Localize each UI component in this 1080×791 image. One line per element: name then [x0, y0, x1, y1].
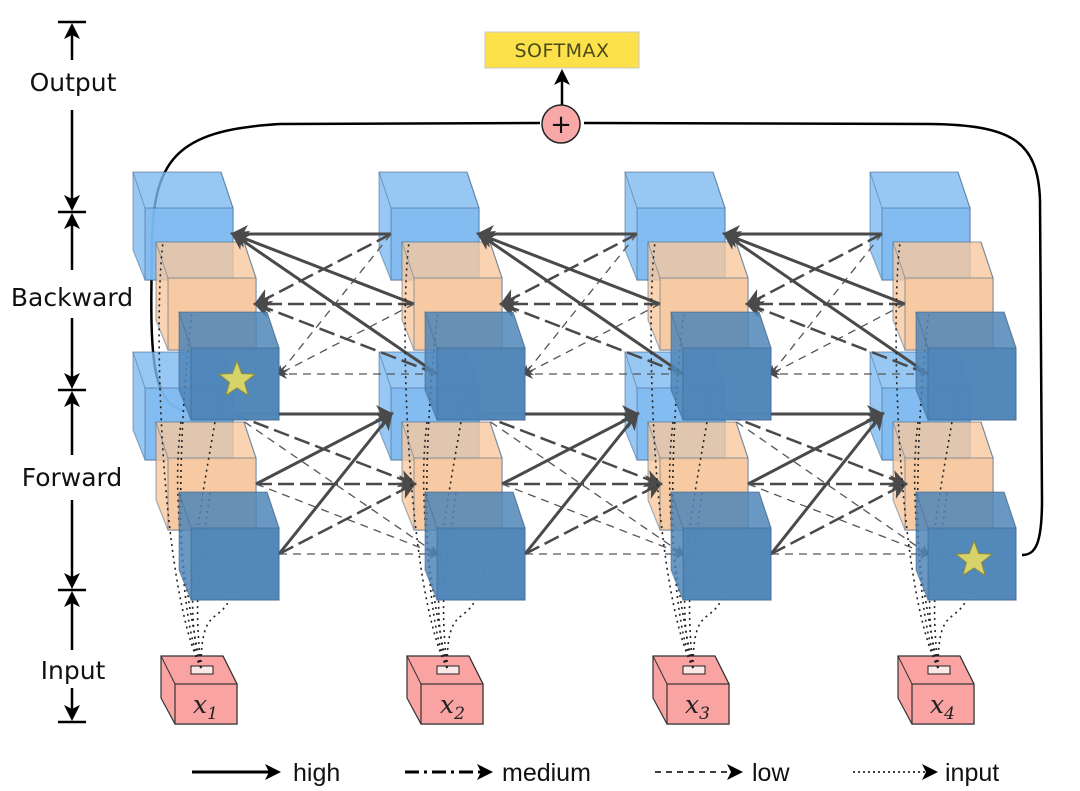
input-window: [682, 665, 706, 675]
legend-item-high: high: [192, 759, 340, 787]
backward-edge-t2-t1: [230, 232, 438, 376]
input-edge: [425, 311, 448, 669]
input-edge: [895, 241, 939, 669]
star-icon-backward-t1: [217, 359, 257, 397]
sum-node: [541, 104, 581, 144]
backward-edge-t4-t3: [722, 232, 929, 376]
forward-low-cube-t4: [915, 491, 1017, 601]
input-edge: [176, 421, 202, 669]
top-cubes-layer: [178, 311, 1017, 601]
backward-edge-t3-t2: [499, 301, 684, 376]
forward-edge-t3-t4: [747, 412, 885, 486]
legend-label-high: high: [293, 759, 340, 787]
forward-low-cube-t3: [670, 491, 772, 601]
label-input: Input: [41, 656, 106, 685]
input-label-x4: x4: [930, 690, 955, 724]
legend-item-low: low: [655, 759, 790, 787]
input-cube-x3: [652, 655, 730, 725]
backward-edge-t3-t2: [476, 231, 661, 306]
forward-edge-t3-t4: [770, 482, 908, 556]
legend-item-input: input: [853, 759, 999, 787]
forward-edge-t2-t3: [524, 482, 663, 556]
backward-edge-t2-t1: [253, 301, 438, 376]
input-window: [927, 665, 951, 675]
label-forward: Forward: [22, 463, 123, 492]
edges-layer: [158, 225, 977, 669]
input-label-x2: x2: [440, 690, 465, 724]
forward-edge-t3-t4: [747, 483, 930, 556]
forward-edge-t1-t2: [255, 412, 394, 486]
input-window: [436, 665, 460, 675]
input-edge: [422, 421, 448, 669]
input-edge: [916, 311, 939, 669]
input-edge: [668, 421, 694, 669]
side-axis: Output Backward Forward Input: [11, 20, 133, 724]
input-label-x3: x3: [685, 690, 710, 724]
backward-edge-t2-t1: [230, 231, 415, 306]
input-edge: [913, 421, 939, 669]
input-cube-x4: [897, 655, 975, 725]
legend-item-medium: medium: [405, 759, 591, 787]
input-cube-x2: [406, 655, 484, 725]
forward-edge-t1-t2: [277, 411, 393, 555]
backward-low-cube-t2: [424, 311, 526, 421]
forward-edge-t1-t2: [255, 483, 439, 556]
backward-edge-t4-t3: [722, 231, 906, 306]
sum-symbol: +: [550, 110, 572, 140]
input-edge: [404, 241, 448, 669]
forward-low-cube-t1: [178, 491, 280, 601]
legend-label-input: input: [945, 759, 999, 787]
star-icon-forward-t4: [954, 539, 994, 577]
input-edge: [158, 241, 202, 669]
input-edge: [671, 311, 694, 669]
softmax-box: [484, 31, 640, 69]
legend-label-low: low: [752, 759, 790, 787]
backward-edge-t3-t2: [476, 232, 684, 376]
forward-low-cube-t2: [424, 491, 526, 601]
backward-low-cube-t3: [670, 311, 772, 421]
label-backward: Backward: [11, 283, 133, 312]
forward-edge-t1-t2: [278, 482, 417, 556]
forward-edge-t2-t3: [501, 483, 685, 556]
label-output: Output: [30, 68, 117, 97]
input-labels: x1 x2 x3 x4: [193, 690, 955, 724]
input-edge: [179, 311, 202, 669]
legend-label-medium: medium: [502, 759, 591, 787]
backward-low-cube-t4: [915, 311, 1017, 421]
forward-edge-t3-t4: [769, 411, 884, 555]
forward-edge-t2-t3: [501, 412, 640, 486]
input-edge: [650, 241, 694, 669]
input-window: [190, 665, 214, 675]
softmax-label: SOFTMAX: [514, 40, 609, 62]
backward-low-cube-t1: [178, 311, 280, 421]
backward-edge-t4-t3: [745, 301, 929, 376]
forward-output-line: [583, 121, 1044, 557]
forward-edge-t2-t3: [523, 411, 639, 555]
input-label-x1: x1: [193, 690, 218, 724]
legend: high medium low input: [192, 759, 999, 787]
input-cube-x1: [160, 655, 238, 725]
